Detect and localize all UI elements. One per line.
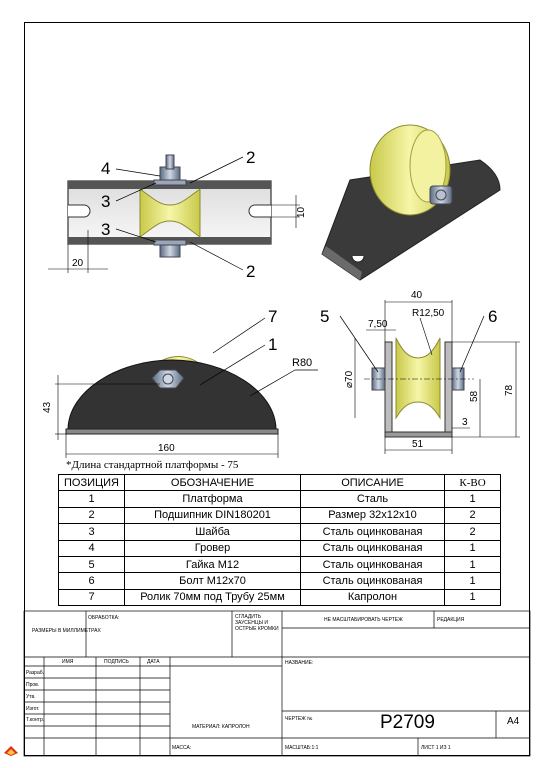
role-checker: Пров. bbox=[26, 682, 40, 688]
dim-top-width: 20 bbox=[72, 258, 84, 269]
callout-2-upper: 2 bbox=[246, 148, 255, 167]
top-bolt-end bbox=[165, 154, 175, 170]
dim-side-gap: 3 bbox=[462, 417, 468, 428]
no-scale-label: НЕ МАСШТАБИРОВАТЬ ЧЕРТЕЖ bbox=[324, 617, 403, 623]
dim-front-height: 43 bbox=[42, 401, 53, 413]
drawing-number: Р2709 bbox=[380, 712, 435, 733]
role-developer: Разраб. bbox=[26, 670, 45, 676]
dim-top-height: 10 bbox=[296, 206, 307, 218]
cell-description: Сталь оцинкованая bbox=[300, 572, 445, 590]
top-view: 20 10 4 3 3 2 2 bbox=[48, 148, 307, 281]
col-sign-label: ПОДПИСЬ bbox=[104, 659, 129, 665]
col-name-label: ИМЯ bbox=[62, 659, 74, 665]
cell-designation: Подшипник DIN180201 bbox=[124, 506, 301, 525]
cell-quantity: 2 bbox=[444, 506, 501, 525]
dim-front-width: 160 bbox=[158, 443, 175, 454]
dim-side-offset: 7,50 bbox=[368, 319, 388, 330]
units-label: РАЗМЕРЫ В МИЛЛИМЕТРАХ bbox=[32, 628, 101, 634]
cell-designation: Гровер bbox=[124, 539, 301, 557]
role-approver: Утв. bbox=[26, 694, 36, 700]
sheet-label: ЛИСТ 1 ИЗ 1 bbox=[421, 745, 451, 751]
dim-side-width: 40 bbox=[411, 290, 423, 301]
scale-label: МАСШТАБ:1:1 bbox=[285, 745, 319, 751]
dim-side-height: 58 bbox=[469, 390, 480, 402]
drawing-border bbox=[24, 22, 530, 756]
deburr-label: СГЛАДИТЬ ЗАУСЕНЦЫ И ОСТРЫЕ КРОМКИ bbox=[235, 614, 279, 632]
callout-5: 5 bbox=[320, 307, 329, 326]
callout-3-lower: 3 bbox=[101, 220, 110, 239]
top-slot-left bbox=[68, 204, 91, 218]
front-plate bbox=[67, 359, 277, 431]
callout-3-upper: 3 bbox=[101, 192, 110, 211]
top-slot-right bbox=[248, 204, 271, 218]
callout-7: 7 bbox=[268, 307, 277, 326]
dim-side-radius: R12,50 bbox=[412, 308, 445, 319]
header-description: ОПИСАНИЕ bbox=[300, 473, 445, 492]
title-label: НАЗВАНИЕ: bbox=[285, 660, 314, 666]
iso-bolt-end bbox=[435, 189, 447, 201]
front-bolt-end bbox=[162, 373, 174, 385]
cell-description: Сталь bbox=[300, 490, 445, 508]
mass-label: МАССА: bbox=[172, 745, 192, 751]
role-tech-control: Т.контр. bbox=[26, 717, 45, 723]
side-view: 40 7,50 R12,50 ⌀70 78 58 51 3 5 6 bbox=[320, 290, 520, 454]
callout-6: 6 bbox=[488, 307, 497, 326]
front-base bbox=[65, 428, 279, 435]
dim-side-total-height: 78 bbox=[504, 384, 515, 396]
role-manufacturer: Изгот. bbox=[26, 706, 40, 712]
callout-2-lower: 2 bbox=[246, 262, 255, 281]
cell-description: Сталь оцинкованая bbox=[300, 539, 445, 557]
cell-quantity: 1 bbox=[444, 588, 501, 607]
top-bolt-head bbox=[159, 244, 181, 258]
finish-label: ОБРАБОТКА: bbox=[88, 615, 120, 621]
callout-4: 4 bbox=[101, 159, 110, 178]
dim-front-radius: R80 bbox=[292, 357, 312, 369]
front-view: 7 1 R80 43 160 bbox=[42, 307, 318, 458]
revision-label: РЕДАКЦИЯ bbox=[437, 617, 465, 623]
side-roller bbox=[395, 337, 441, 420]
dim-side-base: 51 bbox=[412, 439, 424, 450]
material-label: МАТЕРИАЛ: КАПРОЛОН bbox=[192, 724, 250, 730]
iso-plate bbox=[321, 159, 501, 281]
platform-length-note: *Длина стандартной платформы - 75 bbox=[66, 459, 239, 471]
cell-description: Капролон bbox=[300, 588, 445, 607]
col-date-label: ДАТА bbox=[147, 659, 160, 665]
top-roller bbox=[139, 188, 201, 238]
iso-slot bbox=[351, 255, 365, 263]
iso-roller-face bbox=[409, 129, 447, 203]
callout-1: 1 bbox=[268, 335, 277, 354]
dim-side-diameter: ⌀70 bbox=[344, 370, 355, 388]
format-label: А4 bbox=[507, 716, 520, 727]
top-washer bbox=[153, 179, 187, 186]
drawing-number-label: ЧЕРТЕЖ № bbox=[285, 716, 313, 722]
iso-plate-edge bbox=[322, 246, 362, 280]
cell-designation: Ролик 70мм под Трубу 25мм bbox=[124, 588, 301, 607]
app-badge-icon bbox=[4, 746, 18, 756]
iso-view bbox=[321, 124, 501, 281]
